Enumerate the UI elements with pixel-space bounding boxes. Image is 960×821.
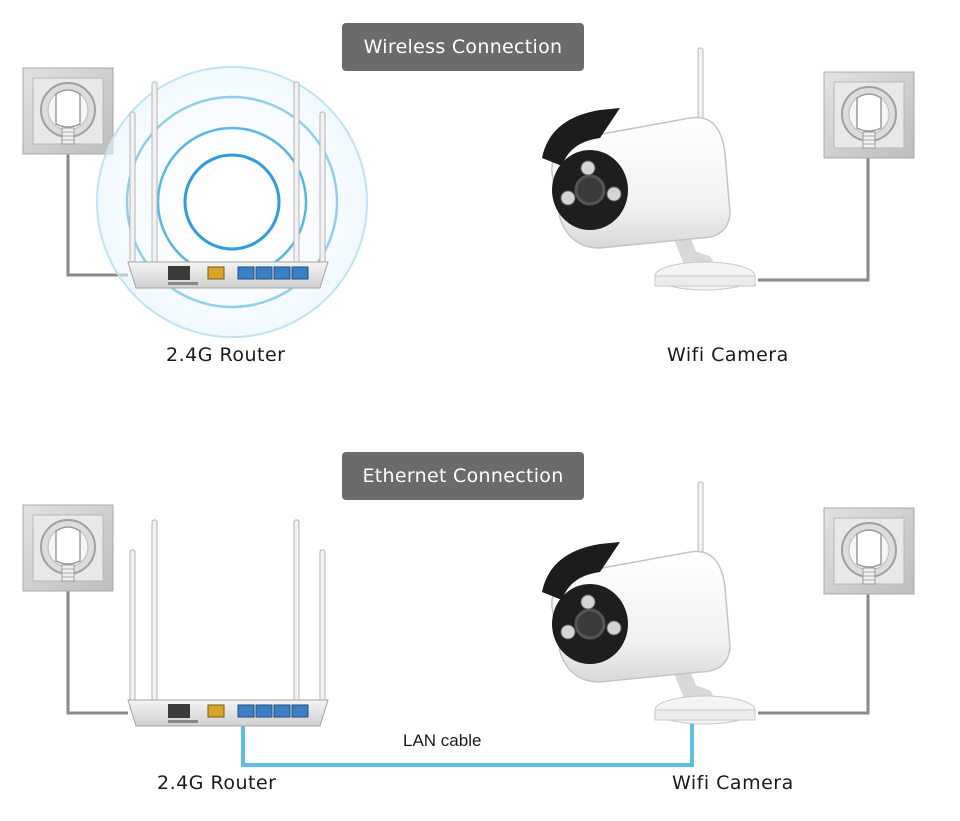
camera-icon (542, 482, 755, 724)
wireless-connection-title: Wireless Connection (342, 23, 584, 71)
ethernet-section (22, 482, 915, 767)
ethernet-router-label: 2.4G Router (157, 772, 277, 794)
lan-cable-icon (241, 718, 694, 767)
camera-power-cord (758, 155, 870, 282)
power-socket-icon (22, 67, 114, 155)
router-power-cord (66, 582, 128, 715)
wifi-signal-icon (96, 66, 368, 338)
lan-cable-label: LAN cable (403, 731, 482, 750)
router-power-cord (66, 150, 128, 277)
power-socket-icon (823, 507, 915, 595)
camera-icon (542, 48, 755, 290)
wireless-router-label: 2.4G Router (166, 344, 286, 366)
router-icon (127, 519, 329, 727)
wireless-section (22, 48, 915, 338)
ethernet-camera-label: Wifi Camera (672, 772, 794, 794)
wireless-camera-label: Wifi Camera (667, 344, 789, 366)
power-socket-icon (22, 504, 114, 592)
ethernet-connection-title: Ethernet Connection (342, 452, 584, 500)
camera-power-cord (758, 590, 870, 715)
power-socket-icon (823, 71, 915, 159)
